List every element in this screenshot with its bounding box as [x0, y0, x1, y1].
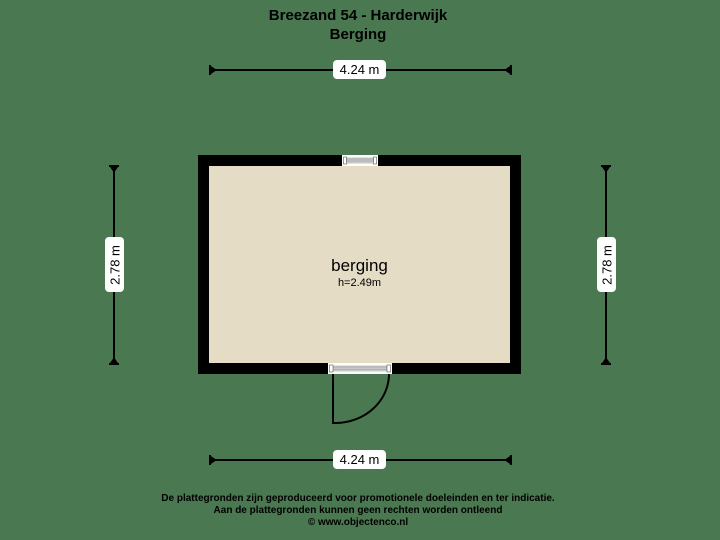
room-name-label: berging: [331, 256, 388, 275]
dimension-label-right: 2.78 m: [597, 237, 616, 292]
dimension-label-left: 2.78 m: [105, 237, 124, 292]
window-top: [342, 155, 378, 166]
dimension-label-left-text: 2.78 m: [107, 244, 122, 285]
floorplan-floor-title: Berging: [329, 26, 387, 43]
door-bottom: [328, 363, 392, 424]
room-berging-area: [209, 166, 510, 363]
copyright-line: © www.objectenco.nl: [307, 517, 409, 528]
dimension-label-bottom: 4.24 m: [333, 450, 386, 469]
disclaimer-line-2: Aan de plattegronden kunnen geen rechten…: [213, 505, 503, 516]
dimension-label-top: 4.24 m: [333, 60, 386, 79]
disclaimer-line-1: De plattegronden zijn geproduceerd voor …: [161, 493, 555, 504]
dimension-label-right-text: 2.78 m: [599, 244, 614, 285]
room-height-label: h=2.49m: [337, 277, 382, 289]
floorplan-address-title: Breezand 54 - Harderwijk: [268, 7, 448, 24]
